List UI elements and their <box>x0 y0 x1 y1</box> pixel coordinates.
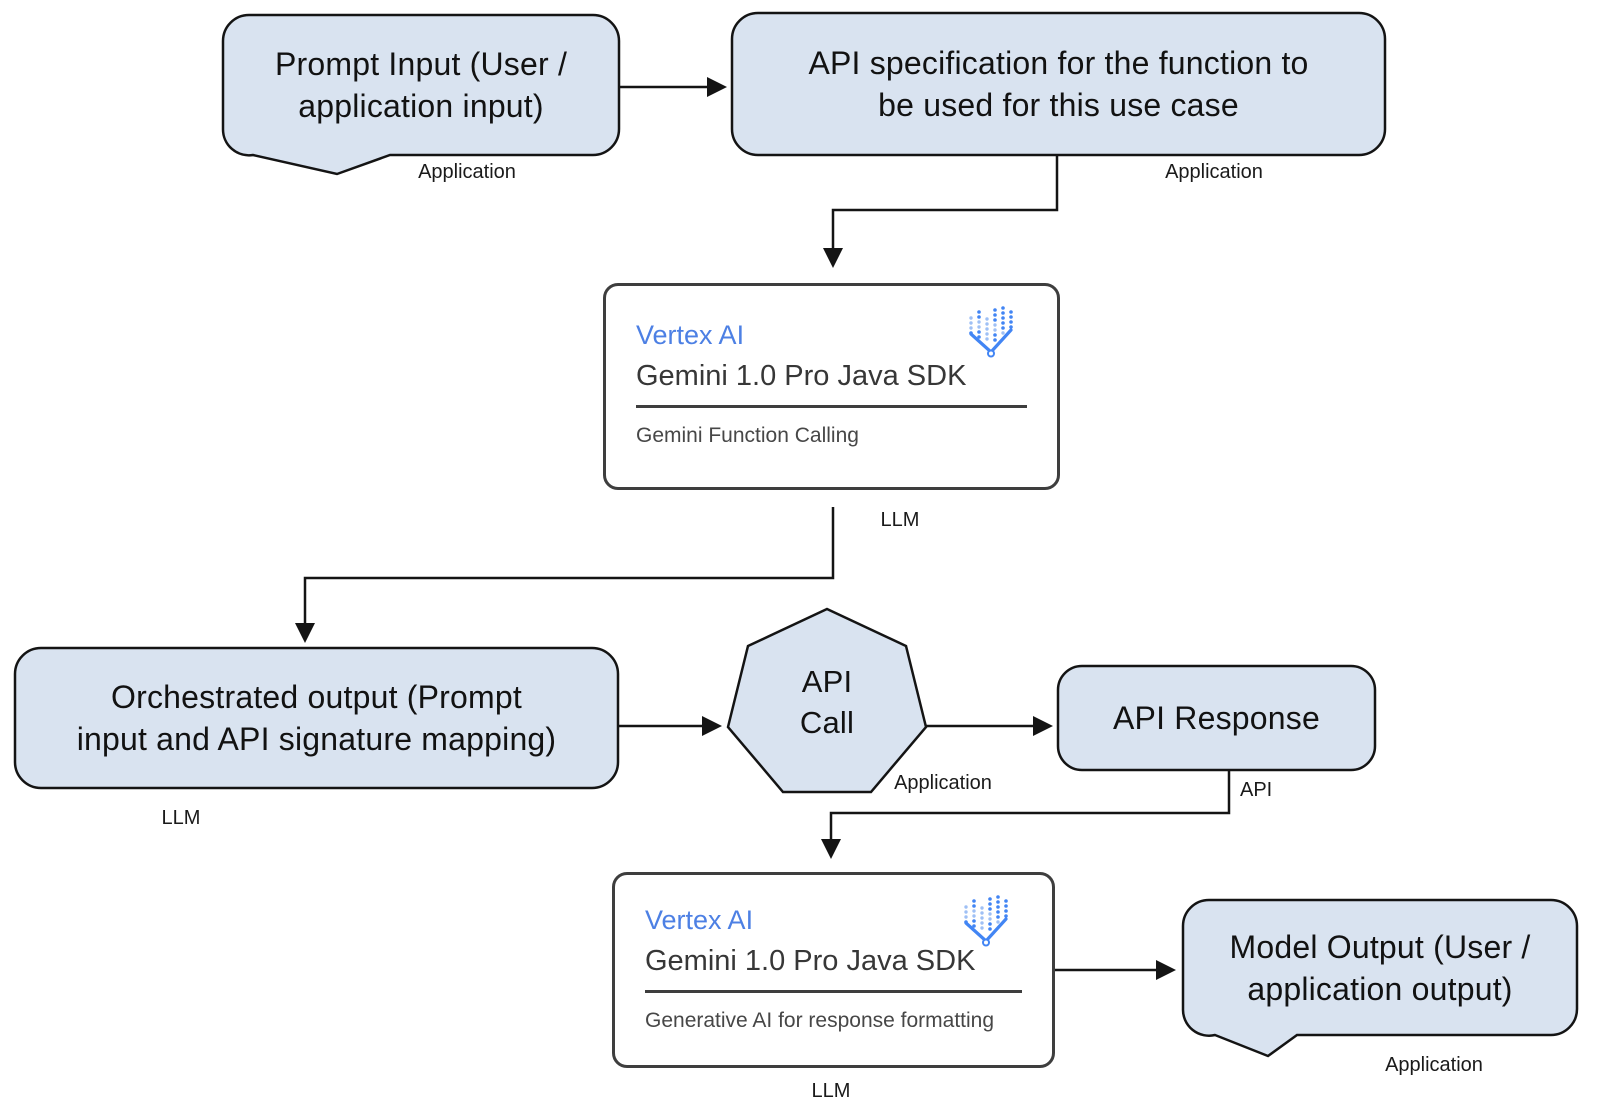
prompt-input-node: Prompt Input (User / application input) <box>223 15 619 155</box>
api-response-shape <box>1056 664 1377 772</box>
vertex-ai-icon <box>965 306 1017 367</box>
api-spec-line1: API specification for the function to <box>808 45 1309 81</box>
vertex-ai-card-function-calling: Vertex AI Gemini 1.0 Pro Java SDK Gemini… <box>603 283 1060 490</box>
orchestrated-output-node: Orchestrated output (Prompt input and AP… <box>15 648 618 788</box>
tag-application-model-output: Application <box>1385 1054 1483 1076</box>
model-output-line2: application output) <box>1247 970 1513 1007</box>
card-divider <box>645 990 1022 993</box>
card-divider <box>636 405 1027 408</box>
vertex-ai-icon <box>960 895 1012 956</box>
vertex-ai-product-name: Vertex AI <box>645 905 754 935</box>
connector-apiresponse-to-llm2 <box>821 771 1231 859</box>
prompt-input-line1: Prompt Input (User / <box>274 46 568 82</box>
card-capability-label: Generative AI for response formatting <box>645 1009 995 1032</box>
connector-apispec-to-llm1 <box>823 156 1059 268</box>
connector-llm1-to-orchestrated <box>295 507 835 643</box>
model-output-line1: Model Output (User / <box>1229 928 1531 965</box>
tag-llm-orchestrated-output: LLM <box>161 807 201 829</box>
api-call-heptagon-shape <box>726 607 928 794</box>
model-output-node: Model Output (User / application output) <box>1183 900 1577 1035</box>
prompt-input-line2: application input) <box>298 88 544 124</box>
vertex-ai-card-response-formatting: Vertex AI Gemini 1.0 Pro Java SDK Genera… <box>612 872 1055 1068</box>
tag-llm-formatter: LLM <box>811 1080 851 1102</box>
orchestrated-output-shape <box>13 646 620 790</box>
api-call-line2: Call <box>799 704 855 740</box>
tag-application-prompt-input: Application <box>418 161 516 183</box>
api-spec-node: API specification for the function to be… <box>732 13 1385 155</box>
card-capability-label: Gemini Function Calling <box>636 424 859 447</box>
orchestrated-output-line1: Orchestrated output (Prompt <box>111 679 522 715</box>
api-call-node: API Call <box>728 611 926 792</box>
tag-api-response: API <box>1240 779 1273 801</box>
gemini-sdk-name: Gemini 1.0 Pro Java SDK <box>636 360 967 392</box>
orchestrated-output-line2: input and API signature mapping) <box>76 721 557 757</box>
api-response-line1: API Response <box>1113 700 1320 736</box>
tag-llm-orchestrator: LLM <box>880 509 920 531</box>
prompt-input-bubble-shape <box>221 13 621 176</box>
api-response-node: API Response <box>1058 666 1375 770</box>
gemini-sdk-name: Gemini 1.0 Pro Java SDK <box>645 945 976 977</box>
model-output-bubble-shape <box>1181 898 1579 1058</box>
api-spec-line2: be used for this use case <box>878 87 1239 123</box>
api-call-line1: API <box>801 663 853 699</box>
tag-application-api-call: Application <box>894 772 992 794</box>
tag-application-api-spec: Application <box>1165 161 1263 183</box>
vertex-ai-product-name: Vertex AI <box>636 320 745 350</box>
api-spec-shape <box>730 11 1387 157</box>
